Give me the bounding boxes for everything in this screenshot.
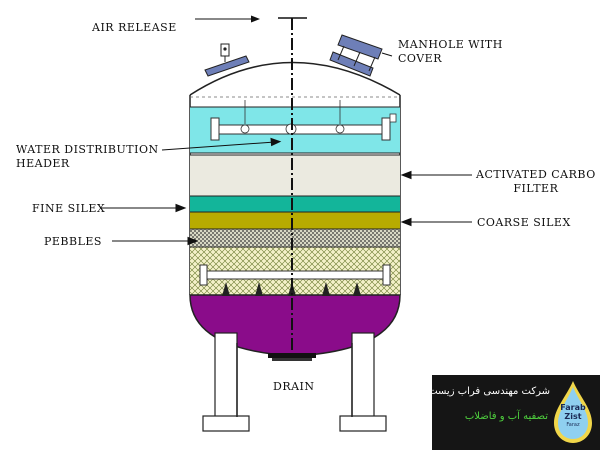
manhole-label: MANHOLE WITH COVER [398,38,503,65]
fine-silex-layer [190,196,400,212]
left-leg [214,332,238,418]
drain-label: DRAIN [273,380,315,393]
right-leg [351,332,375,418]
company-watermark: شرکت مهندسی فراب زیست فراز تصفیه آب و فا… [407,375,600,450]
underdrain-pipe [201,270,389,280]
distribution-header-pipe [213,124,387,135]
company-service: تصفیه آب و فاضلاب [464,411,548,422]
air-release-label: AIR RELEASE [92,21,177,34]
drain-flange [268,353,316,358]
carbon-layer [190,155,400,196]
manhole-cover [329,34,383,77]
pebbles-layer [190,229,400,247]
activated-carbon-label: ACTIVATED CARBO FILTER [476,168,596,195]
vent-flange [204,55,250,77]
coarse-silex-layer [190,212,400,229]
left-footplate [202,415,250,432]
company-name: شرکت مهندسی فراب زیست فراز [407,386,550,397]
right-footplate [339,415,387,432]
fine-silex-label: FINE SILEX [32,202,106,215]
company-logo-drop-icon [554,381,592,443]
pebbles-label: PEBBLES [44,235,102,248]
logo-text: Farab Zist Faraz [560,403,586,428]
coarse-silex-label: COARSE SILEX [477,216,571,229]
water-distribution-label: WATER DISTRIBUTION HEADER [16,143,159,170]
